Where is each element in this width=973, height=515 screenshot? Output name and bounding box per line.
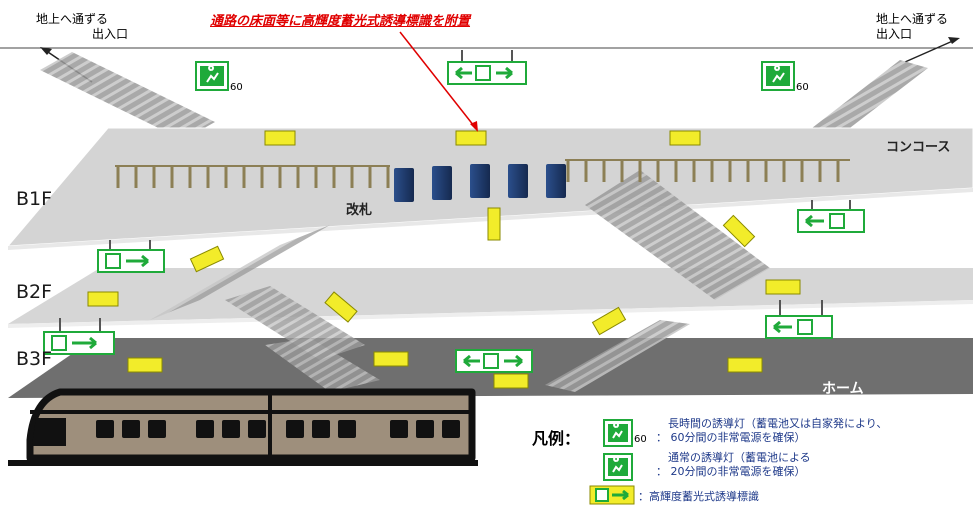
stair-exit-right: [812, 60, 928, 134]
floor-b2-edge: [8, 300, 973, 328]
gate-label: 改札: [346, 203, 373, 218]
legend-icon-luminous: [589, 485, 635, 505]
exit-label-left-line2: 出入口: [92, 27, 129, 41]
exit-label-left-line1: 地上へ通ずる: [36, 12, 109, 26]
annotation-note: 通路の床面等に高輝度蓄光式誘導標識を附置: [210, 14, 471, 29]
ticket-gates: [394, 164, 566, 202]
exit-arrow-right: [904, 37, 960, 63]
platform-label: ホーム: [822, 381, 864, 397]
guide-light-b3-center: [455, 349, 533, 373]
concourse-label: コンコース: [886, 140, 951, 155]
stair-b2-b3-right: [545, 320, 690, 392]
sixty-label-right: 60: [796, 82, 809, 93]
legend-icon-long-duration: [603, 419, 633, 447]
sixty-label-left: 60: [230, 82, 243, 93]
note-pointer-arrow: [399, 31, 478, 132]
legend-icon-normal: [603, 453, 633, 481]
stair-b1-b2-left: [150, 225, 330, 320]
guide-light-b2-left: [43, 318, 115, 355]
legend-item3: ：高輝度蓄光式誘導標識: [638, 490, 759, 503]
floor-b1: [6, 127, 973, 247]
guide-light-b1-right: [797, 200, 865, 233]
luminous-markers: [87, 130, 801, 389]
stair-exit-left: [40, 52, 215, 140]
legend-item2-line1: 通常の誘導灯（蓄電池による: [668, 451, 811, 464]
gate-fence-posts: [116, 160, 840, 188]
exit-label-right-line1: 地上へ通ずる: [876, 12, 949, 26]
guide-light-60-left: [195, 61, 229, 91]
legend-item1-line1: 長時間の誘導灯（蓄電池又は自家発により、: [668, 417, 888, 430]
train: [8, 388, 478, 466]
floor-label-b2: B2F: [16, 281, 53, 303]
guide-light-center: [447, 50, 527, 85]
floor-label-b1: B1F: [16, 188, 53, 210]
guide-light-b2-right: [765, 300, 833, 339]
legend-title: 凡例：: [532, 429, 581, 448]
guide-light-b1-left: [97, 240, 165, 273]
guide-light-60-right: [761, 61, 795, 91]
stair-b2-b3-mid: [265, 338, 380, 392]
legend-item1-line2: ： 60分間の非常電源を確保）: [656, 431, 806, 444]
stair-b2-b3-left: [225, 286, 365, 360]
legend-item2-line2: ： 20分間の非常電源を確保）: [656, 465, 806, 478]
stair-b1-b2-right: [585, 170, 770, 300]
floor-label-b3: B3F: [16, 348, 53, 370]
exit-label-right-line2: 出入口: [876, 27, 913, 41]
legend-sixty-suffix: 60: [634, 434, 647, 445]
